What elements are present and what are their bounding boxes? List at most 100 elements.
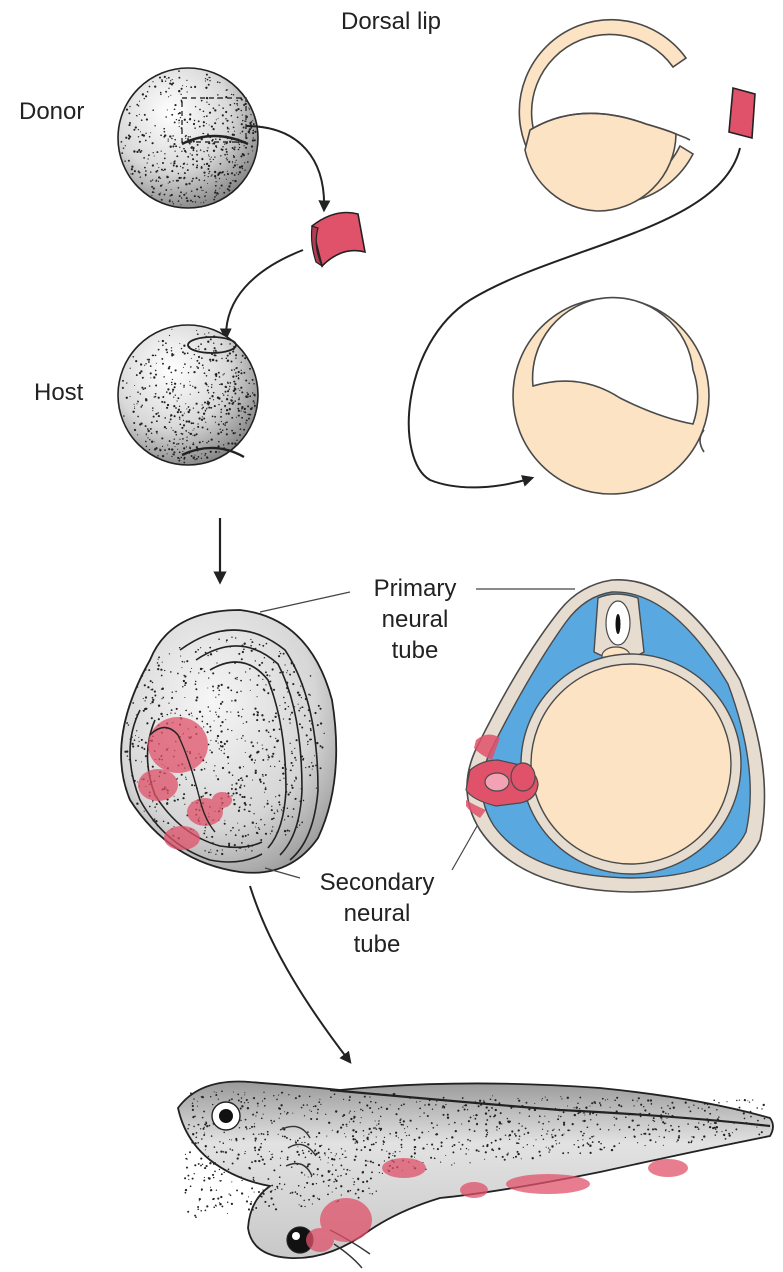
stipple-dot (164, 153, 165, 154)
stipple-dot (152, 410, 153, 411)
stipple-dot (376, 1136, 377, 1137)
stipple-dot (251, 741, 253, 743)
stipple-dot (729, 1134, 731, 1136)
stipple-dot (559, 1142, 560, 1143)
stipple-dot (132, 743, 134, 745)
stipple-dot (311, 762, 312, 763)
stipple-dot (584, 1114, 585, 1115)
stipple-dot (716, 1109, 718, 1111)
stipple-dot (361, 1117, 362, 1118)
stipple-dot (314, 712, 316, 714)
stipple-dot (203, 172, 205, 174)
stipple-dot (468, 1149, 469, 1150)
stipple-dot (491, 1148, 493, 1150)
stipple-dot (218, 685, 220, 687)
stipple-dot (398, 1108, 400, 1110)
stipple-dot (147, 437, 148, 438)
stipple-dot (174, 108, 176, 110)
stipple-dot (614, 1124, 615, 1125)
stipple-dot (158, 349, 160, 351)
stipple-dot (146, 722, 148, 724)
stipple-dot (339, 1158, 340, 1159)
stipple-dot (197, 411, 199, 413)
stipple-dot (245, 752, 246, 753)
stipple-dot (214, 347, 216, 349)
stipple-dot (242, 355, 244, 357)
stipple-dot (486, 1106, 488, 1108)
stipple-dot (208, 369, 210, 371)
stipple-dot (453, 1144, 455, 1146)
stipple-dot (319, 1156, 321, 1158)
stipple-dot (206, 792, 208, 794)
stipple-dot (229, 352, 231, 354)
stipple-dot (633, 1129, 635, 1131)
stipple-dot (166, 391, 168, 393)
stipple-dot (218, 118, 219, 119)
stipple-dot (287, 691, 288, 692)
stipple-dot (171, 114, 173, 116)
stipple-dot (431, 1144, 433, 1146)
stipple-dot (145, 398, 147, 400)
stipple-dot (273, 1120, 275, 1122)
stipple-dot (208, 104, 210, 106)
stipple-dot (582, 1120, 583, 1121)
stipple-dot (337, 1176, 338, 1177)
stipple-dot (179, 147, 180, 148)
stipple-dot (376, 1125, 377, 1126)
stipple-dot (383, 1141, 385, 1143)
stipple-dot (243, 372, 245, 374)
stipple-dot (329, 1179, 331, 1181)
stipple-dot (134, 170, 136, 172)
stipple-dot (241, 1192, 243, 1194)
stipple-dot (151, 195, 152, 196)
stipple-dot (169, 421, 171, 423)
stipple-dot (203, 202, 204, 203)
stipple-dot (281, 809, 282, 810)
stipple-dot (308, 1176, 309, 1177)
stipple-dot (725, 1138, 727, 1140)
stipple-dot (280, 1113, 282, 1115)
stipple-dot (304, 1174, 305, 1175)
stipple-dot (208, 176, 209, 177)
stipple-dot (145, 441, 147, 443)
stipple-dot (165, 349, 167, 351)
stipple-dot (644, 1109, 646, 1111)
stipple-dot (175, 691, 176, 692)
primary-neural-tube-label: Primary neural tube (355, 573, 475, 666)
stipple-dot (703, 1135, 705, 1137)
stipple-dot (264, 806, 265, 807)
stipple-dot (342, 1153, 344, 1155)
stipple-dot (243, 145, 244, 146)
stipple-dot (367, 1161, 368, 1162)
stipple-dot (317, 1152, 319, 1154)
stipple-dot (345, 1150, 346, 1151)
stipple-dot (663, 1145, 664, 1146)
stipple-dot (272, 720, 274, 722)
stipple-dot (583, 1112, 585, 1114)
stipple-dot (251, 1126, 253, 1128)
stipple-dot (321, 1175, 323, 1177)
stipple-dot (375, 1142, 377, 1144)
stipple-dot (467, 1109, 468, 1110)
stipple-dot (245, 1126, 247, 1128)
stipple-dot (237, 108, 239, 110)
stipple-dot (240, 1176, 242, 1178)
stipple-dot (475, 1118, 477, 1120)
stipple-dot (215, 178, 216, 179)
stipple-dot (401, 1139, 403, 1141)
stipple-dot (432, 1109, 433, 1110)
stipple-dot (577, 1140, 578, 1141)
stipple-dot (204, 1177, 205, 1178)
stipple-dot (486, 1119, 488, 1121)
stipple-dot (180, 117, 181, 118)
stipple-dot (668, 1113, 669, 1114)
stipple-dot (382, 1173, 383, 1174)
stipple-dot (198, 1124, 199, 1125)
stipple-dot (183, 345, 185, 347)
host-embryo (118, 325, 258, 465)
stipple-dot (545, 1097, 546, 1098)
stipple-dot (499, 1121, 501, 1123)
stipple-dot (214, 405, 216, 407)
stipple-dot (186, 86, 187, 87)
stipple-dot (580, 1131, 582, 1133)
